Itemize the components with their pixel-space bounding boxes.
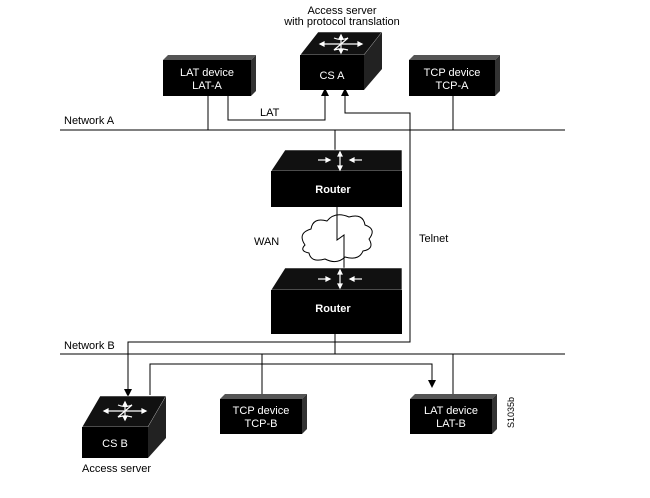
router-top: Router [270,149,403,207]
tcp-a-label-line2: TCP-A [436,80,470,92]
access-server-bottom-label: Access server [82,463,151,475]
lat-b-label-line2: LAT-B [436,418,466,430]
wan-cloud [301,207,373,268]
telnet-label: Telnet [419,233,448,245]
lat-a-label-line1: LAT device [180,67,234,79]
router-bottom: Router [270,267,403,334]
cs-a-label: CS A [319,70,345,82]
tcp-a-label-line1: TCP device [424,67,481,79]
router-bottom-label: Router [315,303,351,315]
router-top-icon [318,150,362,172]
access-server-top-line2: with protocol translation [283,16,400,28]
cs-b-protocol-icon [102,400,148,422]
tcp-b-label-line2: TCP-B [245,418,278,430]
lat-b-label-line1: LAT device [424,405,478,417]
router-bottom-icon [318,268,362,290]
lat-a-label-line2: LAT-A [192,80,222,92]
cs-b-label: CS B [102,438,128,450]
tcp-b-label-line1: TCP device [233,405,290,417]
wan-label: WAN [254,236,279,248]
figure-id: S1035b [506,397,516,428]
cs-a-server: CS A [299,31,383,90]
lat-link-label: LAT [260,107,280,119]
router-top-label: Router [315,184,351,196]
lat-b-connection-path [149,363,436,395]
lat-a-device: LAT device LAT-A [163,55,256,96]
network-a-label: Network A [64,115,115,127]
lat-connection-path [227,88,329,121]
lat-b-device: LAT device LAT-B [410,394,497,434]
telnet-connection-path [127,88,411,395]
tcp-a-device: TCP device TCP-A [409,55,500,96]
network-b-label: Network B [64,340,115,352]
tcp-b-device: TCP device TCP-B [220,394,307,434]
access-server-top-line1: Access server [307,5,376,17]
protocol-translation-icon [318,33,364,55]
cs-b-server: CS B [81,395,167,458]
